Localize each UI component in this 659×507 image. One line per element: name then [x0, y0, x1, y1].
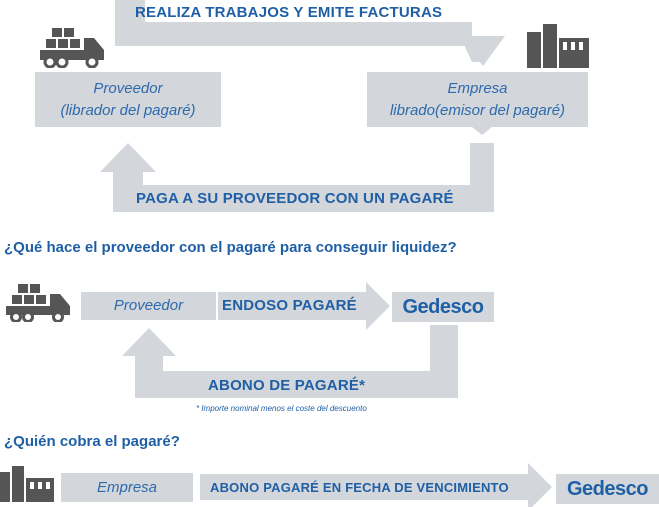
maturity-payment-label: ABONO PAGARÉ EN FECHA DE VENCIMIENTO [210, 480, 509, 495]
company-box-notch [472, 127, 492, 135]
gedesco-logo-text: Gedesco [567, 478, 648, 500]
supplier-subtitle: (librador del pagaré) [60, 101, 196, 119]
endorse-arrow [218, 282, 390, 330]
factory-icon [0, 466, 54, 502]
company-box-3: Empresa [61, 473, 193, 502]
gedesco-logo: Gedesco [556, 474, 659, 504]
company-title: Empresa [447, 79, 508, 97]
collector-question: ¿Quién cobra el pagaré? [4, 433, 180, 450]
supplier-box-2: Proveedor [81, 292, 216, 320]
payment-return-arrow [122, 325, 458, 398]
bottom-flow-arrow [113, 143, 494, 212]
supplier-title: Proveedor [93, 79, 163, 97]
top-flow-label: REALIZA TRABAJOS Y EMITE FACTURAS [135, 4, 443, 21]
endorse-label: ENDOSO PAGARÉ [222, 297, 357, 314]
factory-icon [527, 24, 589, 68]
payment-label: ABONO DE PAGARÉ* [208, 377, 366, 394]
liquidity-question: ¿Qué hace el proveedor con el pagaré par… [4, 239, 457, 256]
bottom-flow-label: PAGA A SU PROVEEDOR CON UN PAGARÉ [136, 190, 454, 207]
company-box: Empresa librado(emisor del pagaré) [367, 72, 588, 127]
supplier-box: Proveedor (librador del pagaré) [35, 72, 221, 127]
truck-icon [40, 28, 104, 68]
footnote: * Importe nominal menos el coste del des… [196, 404, 367, 413]
company-subtitle: librado(emisor del pagaré) [389, 101, 566, 119]
top-flow-arrow [115, 0, 496, 62]
top-flow-arrow-head [460, 36, 505, 66]
gedesco-logo-text: Gedesco [402, 296, 484, 318]
bottom-flow-arrow-head [100, 143, 156, 172]
gedesco-logo: Gedesco [392, 292, 494, 322]
maturity-payment-arrow [200, 463, 552, 507]
truck-icon [6, 284, 70, 322]
